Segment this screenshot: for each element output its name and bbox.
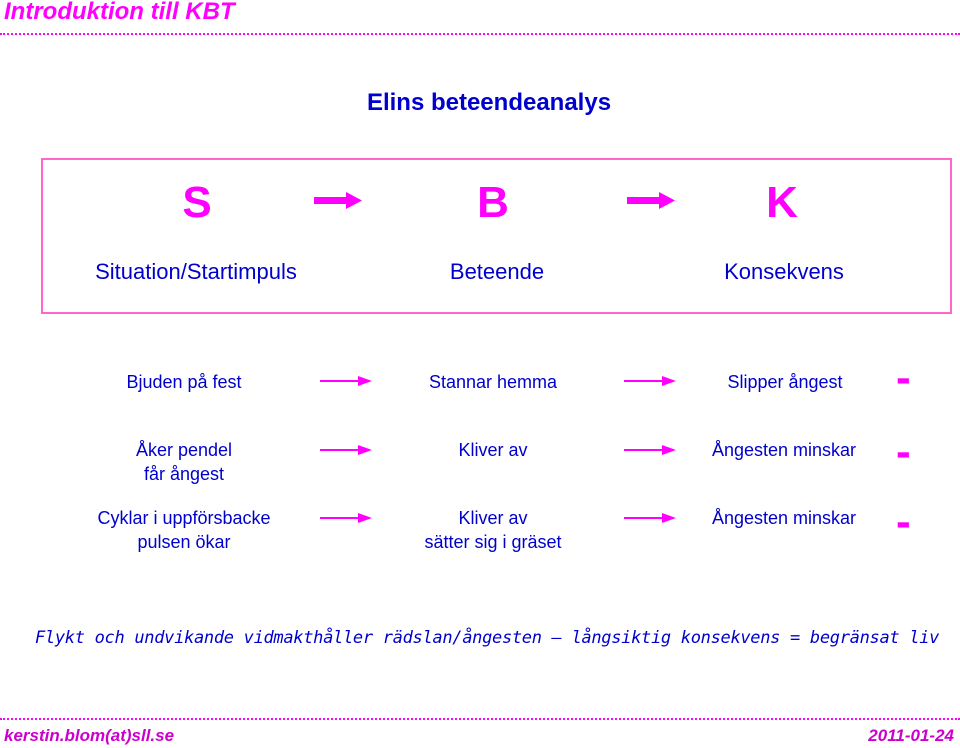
label-behavior: Beteende [449, 259, 545, 284]
example-2-arrow-b-to-k [624, 445, 676, 455]
example-1-arrow-b-to-k [624, 376, 676, 386]
example-2-arrow-s-to-b [320, 445, 372, 455]
model-arrow-s-to-b [314, 192, 362, 209]
letter-s: S [182, 178, 212, 227]
analysis-title: Elins beteendeanalys [366, 89, 612, 116]
example-1-consequence: Slipper ångest [727, 372, 843, 392]
example-2-behavior: Kliver av [458, 440, 528, 460]
example-1-arrow-s-to-b [320, 376, 372, 386]
header-divider [0, 33, 960, 35]
conclusion-text: Flykt och undvikande vidmakthåller rädsl… [35, 628, 940, 648]
sbk-model-box [41, 158, 952, 314]
example-1-negative-sign: - [896, 353, 911, 402]
footer-divider [0, 718, 960, 720]
example-2-situation: Åker pendel får ångest [135, 440, 233, 484]
example-3-behavior: Kliver av sätter sig i gräset [424, 508, 562, 552]
letter-k: K [766, 178, 798, 227]
example-1-behavior: Stannar hemma [428, 372, 558, 392]
label-consequence: Konsekvens [724, 259, 844, 284]
letter-b: B [477, 178, 509, 227]
example-2-negative-sign: - [896, 427, 911, 476]
footer-date: 2011-01-24 [868, 726, 954, 745]
example-3-consequence: Ångesten minskar [711, 508, 857, 528]
example-3-negative-sign: - [896, 497, 911, 546]
model-arrow-b-to-k [627, 192, 675, 209]
example-3-situation: Cyklar i uppförsbacke pulsen ökar [97, 508, 271, 552]
example-3-arrow-b-to-k [624, 513, 676, 523]
example-1-situation: Bjuden på fest [126, 372, 242, 392]
footer-author: kerstin.blom(at)sll.se [4, 726, 175, 745]
example-3-arrow-s-to-b [320, 513, 372, 523]
slide-title: Introduktion till KBT [4, 0, 235, 25]
label-situation: Situation/Startimpuls [95, 259, 297, 284]
example-2-consequence: Ångesten minskar [711, 440, 857, 460]
